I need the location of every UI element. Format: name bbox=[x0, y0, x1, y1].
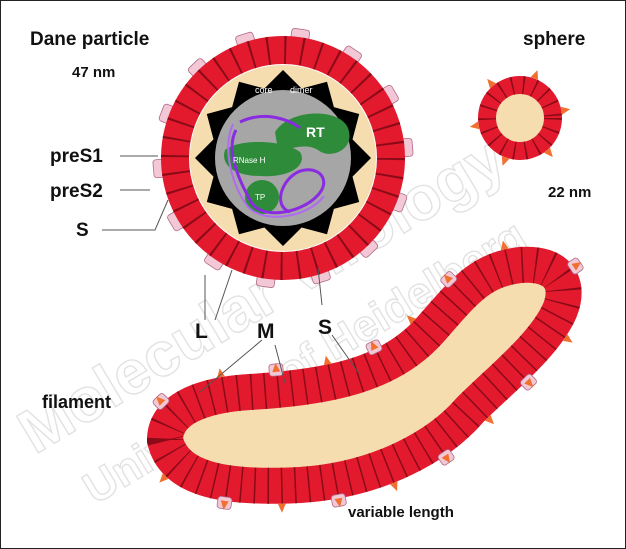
leader-M-2 bbox=[274, 344, 286, 384]
filament-spike-tip bbox=[159, 473, 169, 483]
leader-lines bbox=[102, 155, 361, 393]
rnaseh-label: RNase H bbox=[233, 156, 266, 165]
filament-spike-tip bbox=[277, 503, 286, 513]
leader-L-2 bbox=[214, 269, 233, 321]
S-label-left: S bbox=[76, 220, 89, 241]
leader-S-1 bbox=[317, 267, 323, 306]
sphere-spike-tip bbox=[469, 121, 480, 130]
sphere-spike-tip bbox=[530, 70, 539, 80]
filament-particle bbox=[146, 240, 584, 513]
filament-spike bbox=[159, 473, 169, 483]
leader-M-1 bbox=[199, 339, 263, 393]
filament-spike bbox=[277, 503, 286, 513]
sphere-spike bbox=[543, 147, 553, 158]
sphere-spike-tip bbox=[560, 106, 571, 115]
filament-spike bbox=[567, 257, 584, 275]
preS1-label: preS1 bbox=[50, 146, 103, 167]
filament-spike-tip bbox=[443, 274, 453, 284]
filament-spike-tip bbox=[500, 240, 509, 251]
filament-label: filament bbox=[42, 392, 111, 412]
core-label: core bbox=[255, 85, 273, 95]
sphere-spike bbox=[560, 106, 571, 115]
dane-particle: core dimer RT RNase H TP bbox=[152, 28, 414, 288]
L-label: L bbox=[195, 320, 208, 343]
rt-label: RT bbox=[306, 124, 325, 140]
dane-envelope-segments bbox=[161, 36, 405, 280]
sphere-core bbox=[487, 85, 553, 151]
filament-spike bbox=[365, 339, 383, 356]
filament-spike-tip bbox=[323, 355, 332, 366]
dane-size-label: 47 nm bbox=[72, 64, 115, 81]
filament-spike bbox=[440, 271, 458, 288]
filament-spike bbox=[152, 393, 170, 410]
filament-spike bbox=[500, 240, 509, 251]
dane-particle-label: Dane particle bbox=[30, 29, 149, 50]
M-label: M bbox=[257, 320, 275, 343]
filament-spike-tip bbox=[334, 497, 343, 508]
filament-spike-tip bbox=[272, 362, 281, 373]
filament-spike bbox=[323, 355, 332, 366]
filament-envelope bbox=[147, 246, 582, 504]
filament-spike bbox=[520, 373, 537, 391]
sphere-spike bbox=[469, 121, 480, 130]
sphere-spike bbox=[501, 156, 510, 166]
leader-S-left bbox=[102, 199, 169, 231]
sphere-spike bbox=[530, 70, 539, 80]
filament-spike-tip bbox=[524, 377, 534, 388]
sphere-spike-tip bbox=[487, 78, 497, 89]
sphere-label: sphere bbox=[523, 29, 585, 50]
dna-genome bbox=[230, 114, 326, 215]
filament-spike-tip bbox=[484, 415, 494, 425]
filament-spike bbox=[562, 334, 573, 343]
filament-spike bbox=[330, 493, 347, 508]
rnaseh-domain bbox=[224, 141, 302, 177]
filament-spike-tip bbox=[370, 340, 379, 351]
filament-spike bbox=[484, 415, 494, 425]
variable-length-label: variable length bbox=[348, 504, 454, 521]
filament-spike-tip bbox=[562, 334, 573, 343]
sphere-size-label: 22 nm bbox=[548, 184, 591, 201]
leader-S-2 bbox=[331, 334, 361, 376]
filament-spike-tip bbox=[406, 315, 417, 325]
filament-spike-tip bbox=[390, 481, 398, 492]
dimer-label: dimer bbox=[290, 85, 313, 95]
sphere-spike-tip bbox=[501, 156, 510, 166]
filament-spike bbox=[268, 362, 284, 377]
sphere-spike bbox=[487, 78, 497, 89]
filament-spike-tip bbox=[571, 262, 582, 271]
filament-spike-tip bbox=[441, 453, 451, 464]
sphere-particle bbox=[469, 70, 571, 166]
dna-strand bbox=[227, 123, 325, 218]
sphere-spike-tip bbox=[543, 147, 553, 158]
filament-spike bbox=[390, 481, 398, 492]
filament-spike-tip bbox=[220, 500, 229, 510]
filament-spike bbox=[437, 449, 455, 466]
filament-surface-proteins bbox=[152, 240, 584, 513]
filament-spike-tip bbox=[156, 396, 166, 406]
preS2-label: preS2 bbox=[50, 181, 103, 202]
filament-spike bbox=[216, 495, 233, 510]
sphere-surface-proteins bbox=[469, 70, 571, 166]
S-label-bottom: S bbox=[318, 316, 332, 339]
tp-label: TP bbox=[255, 193, 265, 202]
sphere-segments bbox=[478, 76, 562, 160]
filament-spike bbox=[406, 315, 417, 325]
